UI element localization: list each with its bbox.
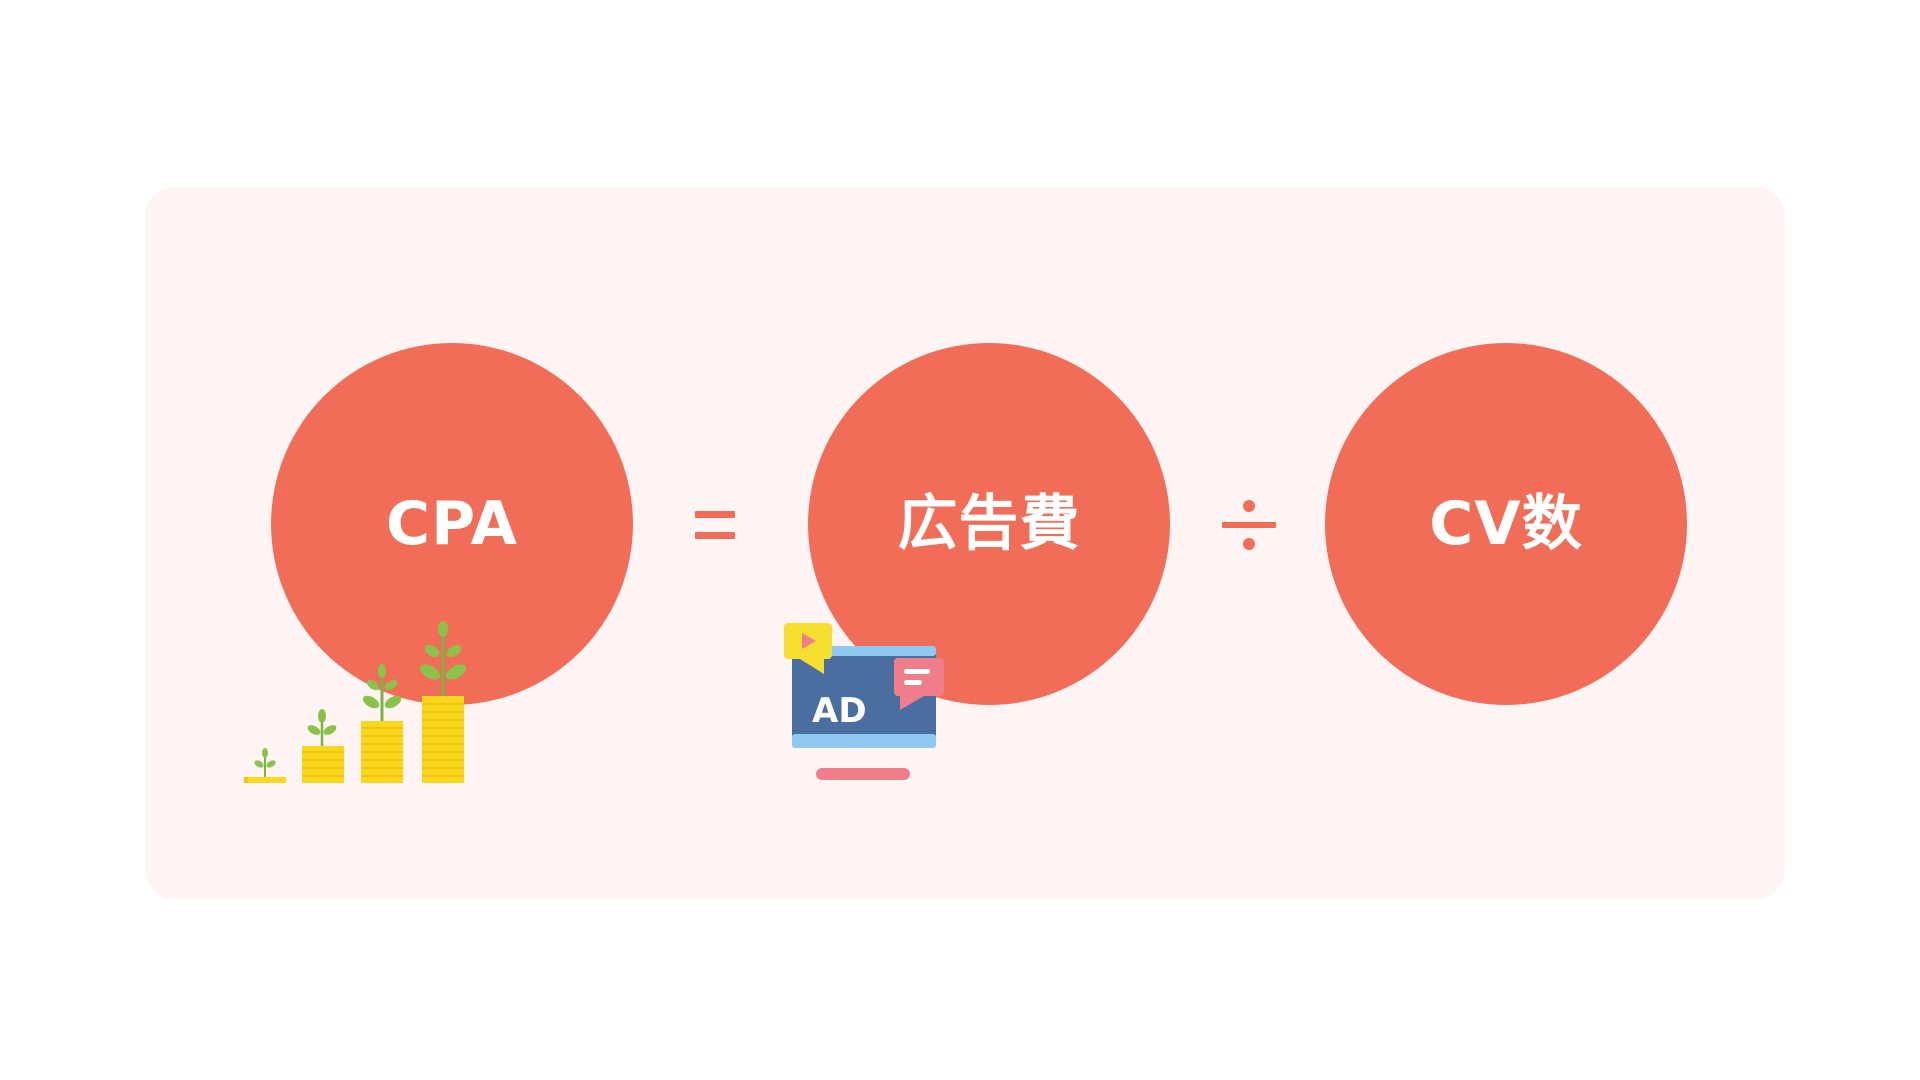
ad-cost-circle: 広告費 [808, 343, 1170, 705]
sprout-2 [307, 709, 337, 746]
ad-text: AD [812, 691, 867, 731]
cv-count-circle: CV数 [1325, 343, 1687, 705]
equals-bar-bottom [695, 532, 735, 539]
cpa-circle: CPA [271, 343, 633, 705]
coin-stacks-with-sprouts-icon [244, 621, 466, 783]
ad-monitor-icon: AD [784, 623, 944, 780]
monitor-stand [816, 768, 910, 780]
coin-stack-2 [302, 746, 344, 783]
cv-count-label: CV数 [1429, 489, 1583, 559]
sprout-1 [254, 748, 276, 777]
divide-icon [1222, 498, 1276, 552]
equals-icon [695, 511, 735, 539]
equals-bar-top [695, 511, 735, 518]
chat-bubble-icon [894, 658, 944, 710]
coin-stack-4 [422, 696, 464, 783]
coin-stack-3 [361, 721, 403, 783]
divide-bar [1222, 522, 1276, 528]
divide-dot-bottom [1243, 538, 1255, 550]
coin-stack-1 [244, 777, 286, 783]
cpa-label: CPA [386, 489, 518, 559]
ad-cost-label: 広告費 [897, 489, 1081, 559]
video-bubble-icon [784, 623, 832, 674]
sprout-4 [420, 621, 466, 696]
divide-dot-top [1243, 500, 1255, 512]
sprout-3 [362, 664, 402, 721]
